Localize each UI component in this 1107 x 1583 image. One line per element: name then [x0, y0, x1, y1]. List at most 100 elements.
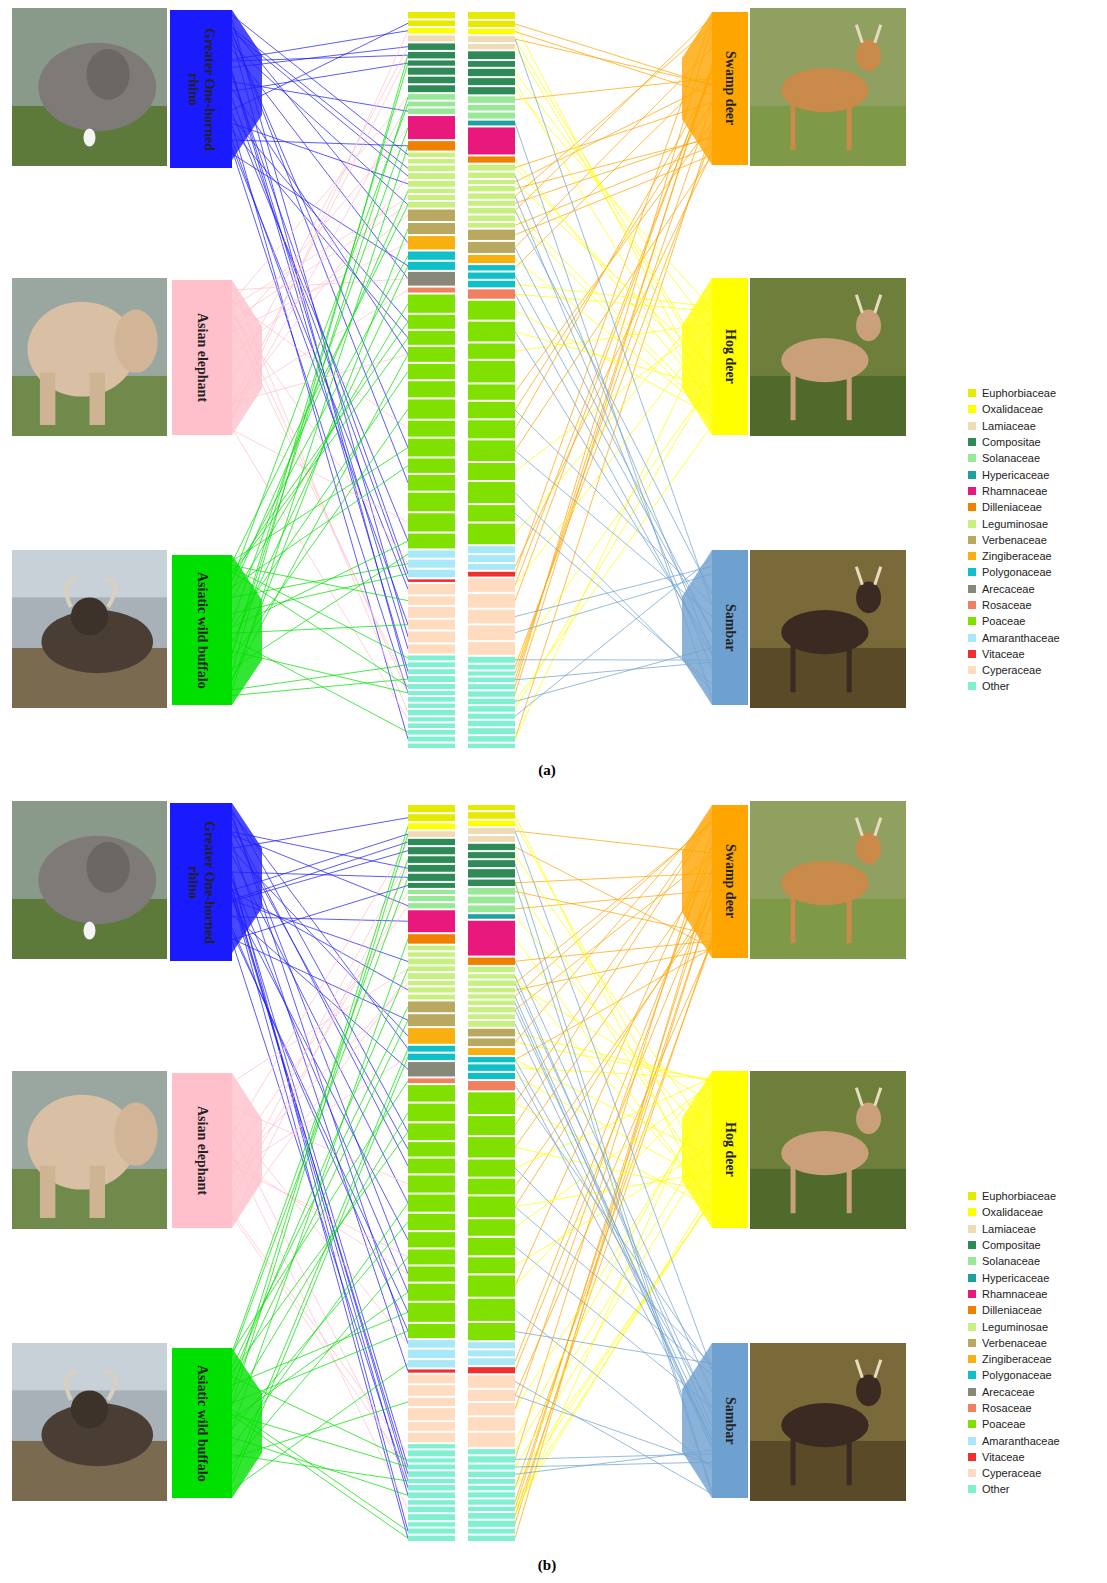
animal-name: Sambar [722, 604, 738, 651]
legend-swatch [968, 1274, 976, 1282]
family-segment [468, 684, 515, 689]
family-segment [408, 805, 455, 812]
family-segment [408, 35, 455, 41]
family-segment [468, 974, 515, 978]
family-segment [468, 844, 515, 850]
legend-row: Leguminosae [968, 515, 1103, 531]
family-segment [408, 315, 455, 329]
family-segment [468, 1323, 515, 1340]
legend-swatch [968, 471, 976, 479]
family-segment [468, 579, 515, 592]
animal-name: Sambar [722, 1397, 738, 1444]
family-segment [408, 1104, 455, 1122]
legend: EuphorbiaceaeOxalidaceaeLamiaceaeComposi… [968, 1188, 1103, 1498]
family-segment [468, 914, 515, 918]
family-segment [468, 1367, 515, 1373]
animal-band: Hog deer [712, 1071, 748, 1228]
family-segment [468, 265, 515, 270]
family-segment [468, 1238, 515, 1256]
animal-band: Asian elephant [172, 280, 232, 435]
family-segment [408, 288, 455, 293]
family-segment [408, 1422, 455, 1431]
family-segment [408, 662, 455, 667]
family-segment [468, 1342, 515, 1348]
legend-text: Polygonaceae [982, 1369, 1052, 1381]
legend-text: Vitaceae [982, 648, 1025, 660]
family-segment [408, 952, 455, 956]
family-segment [408, 966, 455, 971]
legend-row: Cyperaceae [968, 662, 1103, 678]
family-segment [408, 656, 455, 661]
family-segment [468, 1048, 515, 1055]
family-segment [408, 596, 455, 604]
legend-swatch [968, 1437, 976, 1445]
legend-swatch [968, 585, 976, 593]
family-segment [468, 994, 515, 998]
legend-swatch [968, 1371, 976, 1379]
family-segment [468, 1116, 515, 1135]
animal-name: Greater One-horned rhino [185, 803, 217, 961]
family-segment [468, 1456, 515, 1462]
family-bars [408, 12, 515, 1541]
legend-text: Rosaceae [982, 599, 1032, 611]
family-segment [408, 1450, 455, 1456]
legend-text: Compositae [982, 436, 1041, 448]
family-segment [408, 68, 455, 75]
animal-name: Swamp deer [722, 844, 738, 918]
family-segment [408, 1303, 455, 1322]
legend-swatch [968, 487, 976, 495]
family-segment [468, 1219, 515, 1236]
family-segment [468, 736, 515, 741]
family-segment [468, 967, 515, 972]
family-segment [468, 463, 515, 480]
family-segment [468, 281, 515, 288]
legend-text: Rosaceae [982, 1402, 1032, 1414]
legend-row: Rosaceae [968, 1400, 1103, 1416]
family-segment [468, 1403, 515, 1415]
family-segment [468, 1350, 515, 1356]
legend-text: Dilleniaceae [982, 501, 1042, 513]
family-segment [408, 153, 455, 158]
animal-band: Sambar [712, 1343, 748, 1498]
family-segment [468, 897, 515, 904]
family-segment [468, 180, 515, 184]
legend-text: Rhamnaceae [982, 485, 1047, 497]
family-segment [408, 195, 455, 200]
family-segment [468, 1073, 515, 1079]
animal-name: Swamp deer [722, 51, 738, 125]
family-segment [408, 189, 455, 193]
legend-row: Vitaceae [968, 1449, 1103, 1465]
family-segment [408, 1062, 455, 1076]
family-segment [468, 1038, 515, 1046]
family-segment [408, 883, 455, 888]
family-segment [408, 28, 455, 33]
panel-label: (a) [527, 762, 567, 779]
legend-row: Leguminosae [968, 1318, 1103, 1334]
legend-row: Verbenaceae [968, 1335, 1103, 1351]
legend-swatch [968, 666, 976, 674]
family-segment [468, 96, 515, 103]
family-segment [408, 1369, 455, 1372]
family-segment [408, 236, 455, 249]
family-segment [468, 706, 515, 711]
family-segment [468, 988, 515, 992]
family-segment [408, 141, 455, 150]
family-segment [468, 193, 515, 198]
family-segment [408, 159, 455, 163]
family-segment [408, 717, 455, 721]
family-segment [468, 1465, 515, 1470]
family-segment [408, 981, 455, 985]
family-segment [408, 1142, 455, 1156]
legend: EuphorbiaceaeOxalidaceaeLamiaceaeComposi… [968, 385, 1103, 695]
family-segment [468, 625, 515, 640]
legend-row: Vitaceae [968, 646, 1103, 662]
family-segment [468, 121, 515, 126]
legend-row: Cyperaceae [968, 1465, 1103, 1481]
family-segment [408, 77, 455, 84]
family-segment [468, 440, 515, 461]
family-segment [408, 691, 455, 695]
family-segment [408, 1249, 455, 1264]
animal-name: Asiatic wild buffalo [194, 572, 210, 689]
family-segment [408, 1444, 455, 1448]
family-segment [408, 173, 455, 179]
